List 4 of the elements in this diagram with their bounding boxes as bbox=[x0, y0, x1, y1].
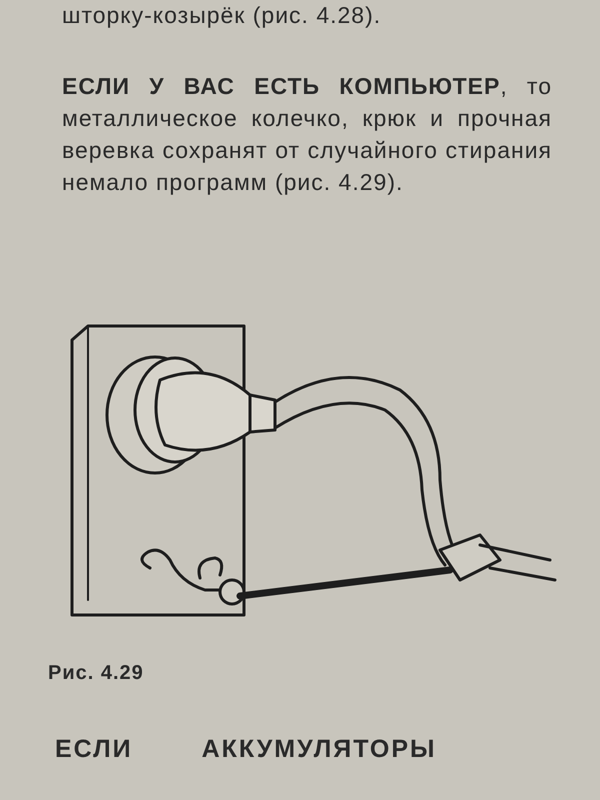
section-heading: ЕСЛИ АККУМУЛЯТОРЫ bbox=[55, 735, 438, 764]
figure-caption: Рис. 4.29 bbox=[48, 662, 144, 685]
paragraph: ЕСЛИ У ВАС ЕСТЬ КОМПЬЮТЕР, то металлическое колечко, крюк и прочная веревка сохранят от случайного стирания немало программ (рис. 4.29). bbox=[62, 72, 552, 197]
text-line: шторку-козырёк (рис. 4.28). bbox=[62, 2, 382, 29]
